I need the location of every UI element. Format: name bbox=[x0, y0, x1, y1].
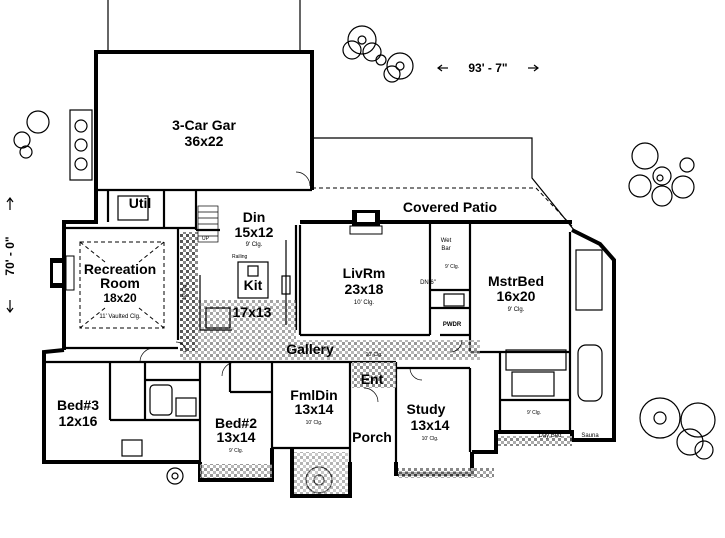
door-swings bbox=[139, 171, 463, 403]
living-name: LivRm bbox=[343, 265, 386, 281]
fireplace-recreation bbox=[50, 255, 75, 291]
tree-top-center bbox=[342, 25, 414, 83]
tree-right-lower bbox=[639, 397, 716, 460]
dimension-width-arrows bbox=[437, 64, 539, 72]
garage-storage bbox=[69, 109, 149, 221]
kitchen-ceiling: 10' Clg. bbox=[182, 283, 188, 300]
bed2-name: Bed#2 bbox=[215, 415, 257, 431]
stairs bbox=[197, 205, 219, 243]
patio-roof bbox=[312, 137, 575, 231]
day-bed-label: Day Bed bbox=[538, 433, 561, 439]
wetbar-name-2: Bar bbox=[441, 246, 450, 252]
master-closet-ceiling: 9' Clg. bbox=[527, 410, 541, 416]
width-dimension-label: 93' - 7" bbox=[468, 61, 507, 75]
gallery-name: Gallery bbox=[286, 341, 334, 357]
living-ceiling: 10' Clg. bbox=[354, 300, 374, 306]
recreation-size: 18x20 bbox=[103, 291, 137, 305]
garage-size: 36x22 bbox=[185, 133, 224, 149]
interior-walls bbox=[44, 188, 572, 462]
dining-size: 15x12 bbox=[235, 224, 274, 240]
recreation-ceiling: 11' Vaulted Clg. bbox=[99, 314, 141, 320]
porch-name: Porch bbox=[352, 429, 392, 445]
fmldin-ceiling: 10' Clg. bbox=[306, 420, 323, 426]
patio-name: Covered Patio bbox=[403, 199, 497, 215]
dining-name: Din bbox=[243, 209, 266, 225]
master-ceiling: 9' Clg. bbox=[508, 307, 525, 313]
shrubs-left bbox=[13, 110, 50, 159]
garage-name: 3-Car Gar bbox=[172, 117, 236, 133]
wetbar-down: DN 6" bbox=[420, 280, 436, 286]
kitchen-fixtures bbox=[199, 240, 291, 331]
tree-right-upper bbox=[628, 142, 695, 207]
stairs-up: UP bbox=[202, 236, 210, 242]
gallery-ceiling: 10' Clg. bbox=[366, 352, 383, 358]
fireplace-living bbox=[349, 210, 383, 235]
study-ceiling: 10' Clg. bbox=[422, 436, 439, 442]
entry-name: Ent bbox=[361, 371, 384, 387]
bed2-size: 13x14 bbox=[217, 429, 256, 445]
baths bbox=[121, 249, 603, 457]
wetbar-name-1: Wet bbox=[441, 238, 452, 244]
sauna-label: Sauna bbox=[581, 433, 599, 439]
fmldin-name: FmlDin bbox=[290, 387, 337, 403]
bed3-size: 12x16 bbox=[59, 413, 98, 429]
master-size: 16x20 bbox=[497, 288, 536, 304]
kitchen-size: 17x13 bbox=[233, 304, 272, 320]
driveway bbox=[107, 0, 301, 50]
vaulted-ceiling-lines bbox=[79, 241, 165, 329]
recreation-name-1: Recreation bbox=[84, 261, 156, 277]
dimension-depth-arrows bbox=[6, 197, 14, 313]
depth-dimension-label: 70' - 0" bbox=[3, 236, 17, 275]
master-name: MstrBed bbox=[488, 273, 544, 289]
fmldin-size: 13x14 bbox=[295, 401, 334, 417]
recreation-name-2: Room bbox=[100, 275, 140, 291]
util-name: Util bbox=[129, 195, 152, 211]
dining-ceiling: 9' Clg. bbox=[246, 242, 263, 248]
kitchen-railing: Railing bbox=[232, 254, 248, 260]
wetbar-ceiling: 9' Clg. bbox=[445, 264, 459, 270]
tile-floors bbox=[180, 232, 572, 494]
living-size: 23x18 bbox=[345, 281, 384, 297]
bed3-name: Bed#3 bbox=[57, 397, 99, 413]
kitchen-name: Kit bbox=[244, 277, 263, 293]
study-name: Study bbox=[407, 401, 446, 417]
bed2-ceiling: 9' Clg. bbox=[229, 448, 243, 454]
study-size: 13x14 bbox=[411, 417, 450, 433]
powder-name: PWDR bbox=[443, 322, 462, 328]
